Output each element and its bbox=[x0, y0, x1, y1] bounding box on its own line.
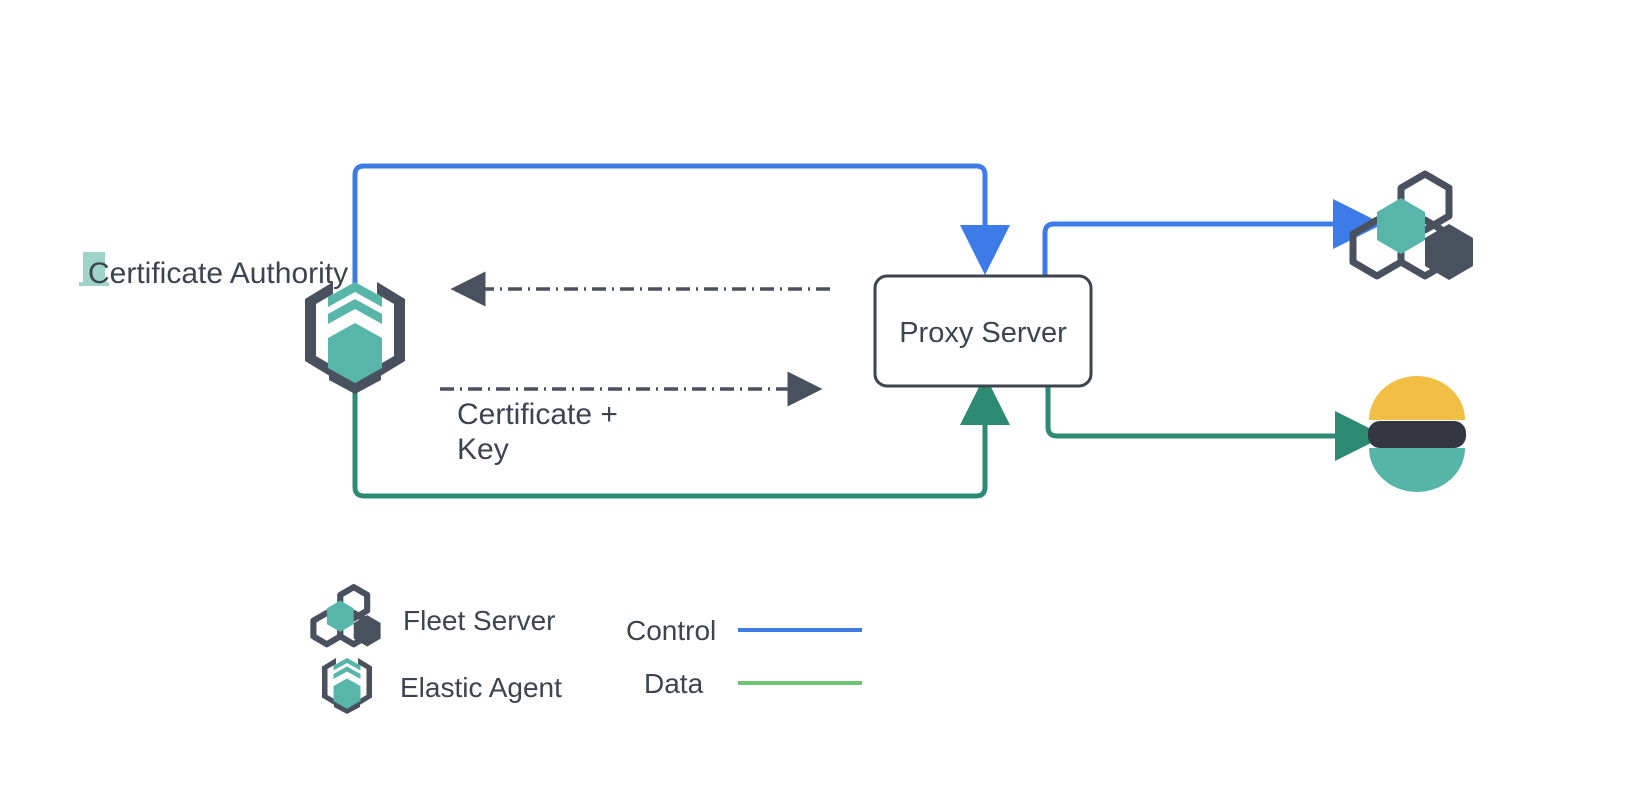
elastic-agent-icon-legend bbox=[322, 658, 372, 714]
legend-agent-chevron-top bbox=[333, 658, 361, 671]
legend-item-fleet-server: Fleet Server bbox=[310, 584, 556, 648]
certificate-key-label-line2: Key bbox=[457, 433, 509, 466]
certificate-authority-label: Certificate Authority bbox=[88, 257, 348, 290]
control-to-fleet-edge bbox=[1042, 199, 1383, 276]
proxy-server-label: Proxy Server bbox=[899, 317, 1067, 349]
legend-label-elastic-agent: Elastic Agent bbox=[400, 672, 562, 703]
legend-fleet-hex-top-outline bbox=[337, 584, 371, 622]
legend-label-data: Data bbox=[644, 668, 704, 699]
control-to-fleet-line bbox=[1042, 199, 1383, 276]
legend-agent-hex-left-bracket bbox=[322, 658, 336, 706]
proxy-server-node[interactable]: Proxy Server bbox=[873, 274, 1093, 388]
legend-item-data: Data bbox=[644, 668, 862, 699]
fleet-server-node[interactable] bbox=[1349, 170, 1473, 280]
control-to-proxy-line bbox=[352, 163, 1010, 290]
control-to-proxy-edge bbox=[352, 163, 1010, 290]
data-to-elasticsearch-edge bbox=[1045, 386, 1385, 461]
elasticsearch-teal-arc bbox=[1369, 448, 1465, 492]
legend: Fleet Server Elastic Agent Control Data bbox=[310, 584, 862, 714]
agent-hex-right-bracket bbox=[377, 282, 405, 378]
elastic-agent-icon bbox=[305, 282, 405, 394]
text-selection-underline bbox=[79, 282, 109, 286]
legend-fleet-hex-teal bbox=[326, 600, 354, 632]
agent-hex-core bbox=[328, 323, 382, 383]
text-selection-highlight bbox=[83, 252, 105, 284]
legend-label-fleet-server: Fleet Server bbox=[403, 605, 556, 636]
certificate-authority-node[interactable]: Certificate Authority bbox=[79, 252, 405, 394]
proxy-server-box[interactable] bbox=[873, 274, 1093, 388]
legend-item-elastic-agent: Elastic Agent bbox=[322, 658, 562, 714]
fleet-hex-dark bbox=[1425, 224, 1473, 280]
certificate-key-label-line1: Certificate + bbox=[457, 398, 618, 431]
legend-agent-chevron-bottom bbox=[333, 666, 361, 679]
agent-chevron-top bbox=[328, 282, 382, 307]
elasticsearch-dark-bar bbox=[1368, 421, 1466, 448]
legend-item-control: Control bbox=[626, 615, 862, 646]
fleet-hex-teal bbox=[1377, 198, 1425, 254]
legend-fleet-hex-dark bbox=[353, 615, 381, 647]
agent-hex-left-bracket bbox=[305, 282, 333, 378]
agent-hex-bottom bbox=[329, 368, 381, 394]
legend-label-control: Control bbox=[626, 615, 716, 646]
elasticsearch-node[interactable] bbox=[1368, 376, 1466, 492]
data-to-proxy-edge bbox=[352, 374, 1010, 499]
fleet-server-icon bbox=[310, 584, 381, 648]
agent-chevron-bottom bbox=[328, 299, 382, 324]
legend-agent-hex-right-bracket bbox=[358, 658, 372, 706]
data-to-proxy-line bbox=[352, 374, 1010, 499]
legend-agent-hex-bottom bbox=[334, 701, 360, 714]
legend-agent-hex-core bbox=[333, 678, 361, 709]
data-to-elasticsearch-line bbox=[1045, 386, 1385, 461]
elasticsearch-yellow-arc bbox=[1369, 376, 1465, 420]
